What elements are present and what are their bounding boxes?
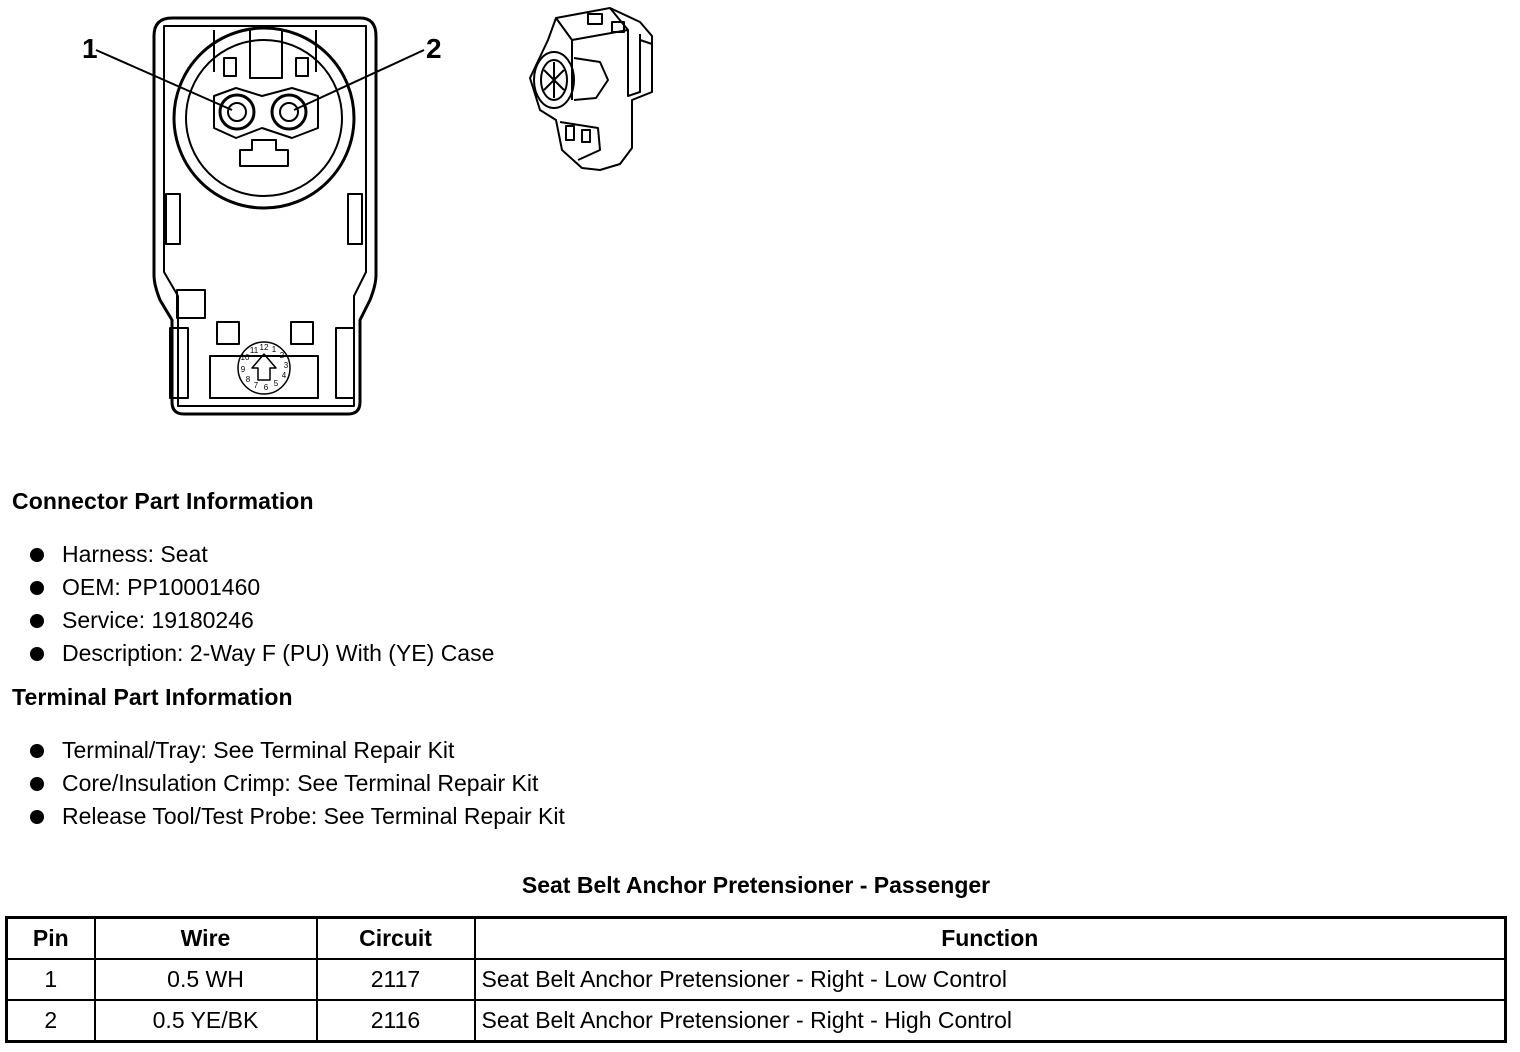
clock-number: 2 — [280, 351, 285, 360]
clock-number: 3 — [284, 361, 289, 370]
list-item: Core/Insulation Crimp: See Terminal Repa… — [28, 767, 565, 800]
clock-number: 4 — [282, 371, 287, 380]
bullet-icon — [30, 810, 44, 824]
pin-cell: 2 — [5, 999, 96, 1043]
bullet-icon — [30, 581, 44, 595]
list-item-text: Terminal/Tray: See Terminal Repair Kit — [62, 737, 455, 763]
list-item-text: Release Tool/Test Probe: See Terminal Re… — [62, 803, 565, 829]
table-row: 1 0.5 WH 2117 Seat Belt Anchor Pretensio… — [5, 958, 1507, 1001]
connector-info-list: Harness: Seat OEM: PP10001460 Service: 1… — [28, 538, 494, 670]
callout-2-label: 2 — [426, 33, 442, 64]
column-header-pin: Pin — [5, 916, 96, 960]
list-item-text: Description: 2-Way F (PU) With (YE) Case — [62, 640, 495, 666]
wire-cell: 0.5 YE/BK — [93, 999, 318, 1043]
callout-1-label: 1 — [82, 33, 98, 64]
terminal-info-list: Terminal/Tray: See Terminal Repair Kit C… — [28, 734, 565, 833]
terminal-info-heading: Terminal Part Information — [12, 684, 293, 710]
pin-cell: 1 — [5, 958, 96, 1001]
list-item: Terminal/Tray: See Terminal Repair Kit — [28, 734, 565, 767]
list-item-text: Service: 19180246 — [62, 607, 254, 633]
clock-number: 5 — [274, 379, 279, 388]
bullet-icon — [30, 744, 44, 758]
list-item: Service: 19180246 — [28, 604, 494, 637]
pin-table: Pin Wire Circuit Function 1 0.5 WH 2117 … — [5, 916, 1507, 1043]
clock-number: 1 — [272, 345, 277, 354]
bullet-icon — [30, 548, 44, 562]
wire-cell: 0.5 WH — [93, 958, 318, 1001]
clock-number: 6 — [264, 383, 269, 392]
clock-number: 7 — [254, 381, 259, 390]
clock-number: 12 — [260, 343, 269, 352]
clock-number: 8 — [246, 375, 251, 384]
list-item-text: OEM: PP10001460 — [62, 574, 261, 600]
clock-number: 9 — [241, 365, 246, 374]
list-item: Description: 2-Way F (PU) With (YE) Case — [28, 637, 494, 670]
bullet-icon — [30, 614, 44, 628]
date-code-numbers: 12 1 2 3 4 5 6 7 8 9 10 11 — [241, 343, 289, 392]
list-item: Release Tool/Test Probe: See Terminal Re… — [28, 800, 565, 833]
function-cell: Seat Belt Anchor Pretensioner - Right - … — [473, 958, 1507, 1001]
callout-leaders — [95, 49, 425, 111]
connector-illustration: 12 1 2 3 4 5 6 7 8 9 10 11 1 2 — [82, 7, 653, 416]
bullet-icon — [30, 647, 44, 661]
circuit-cell: 2116 — [315, 999, 476, 1043]
list-item-text: Core/Insulation Crimp: See Terminal Repa… — [62, 770, 539, 796]
connector-iso-view — [529, 7, 653, 171]
connector-face-view — [152, 16, 378, 416]
column-header-wire: Wire — [93, 916, 318, 960]
column-header-circuit: Circuit — [315, 916, 476, 960]
table-header-row: Pin Wire Circuit Function — [5, 916, 1507, 960]
function-cell: Seat Belt Anchor Pretensioner - Right - … — [473, 999, 1507, 1043]
circuit-cell: 2117 — [315, 958, 476, 1001]
table-row: 2 0.5 YE/BK 2116 Seat Belt Anchor Preten… — [5, 999, 1507, 1043]
column-header-function: Function — [473, 916, 1507, 960]
pin-table-title: Seat Belt Anchor Pretensioner - Passenge… — [521, 872, 991, 898]
list-item-text: Harness: Seat — [62, 541, 208, 567]
bullet-icon — [30, 777, 44, 791]
list-item: OEM: PP10001460 — [28, 571, 494, 604]
connector-info-heading: Connector Part Information — [12, 488, 314, 514]
list-item: Harness: Seat — [28, 538, 494, 571]
clock-number: 10 — [241, 353, 250, 362]
clock-number: 11 — [250, 346, 259, 355]
